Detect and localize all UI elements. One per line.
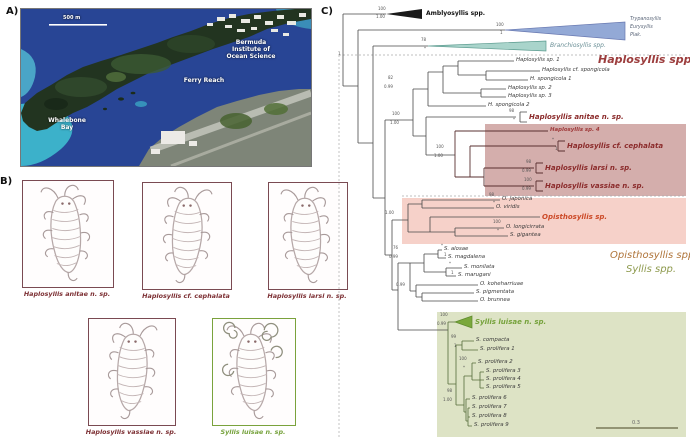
- map-label-ferry-reach: Ferry Reach: [183, 77, 225, 84]
- syllis-luisae-triangle: [453, 315, 473, 329]
- green-clade-branches: [447, 321, 484, 427]
- buildings: [207, 13, 306, 36]
- haplosyllis-new-clade-box: [485, 124, 686, 196]
- worm-drawing: [40, 184, 91, 282]
- tree-branches: [342, 13, 540, 331]
- specimen-card: [142, 182, 232, 290]
- specimen-card: [88, 318, 176, 426]
- clade-separator-lines: [338, 54, 686, 437]
- opisthosyllis-clade-box: [402, 198, 686, 244]
- specimen-label: Haplosyllis vassiae n. sp.: [85, 428, 177, 436]
- specimen-label: Syllis luisae n. sp.: [220, 428, 286, 436]
- panel-c-letter: C): [321, 6, 333, 17]
- branchiosyllis-triangle: [427, 40, 547, 52]
- satellite-map: [21, 9, 313, 168]
- syllis-clade-box: [437, 312, 686, 437]
- panel-b-letter: B): [0, 176, 13, 187]
- map-scale-text: 500 m: [63, 15, 81, 21]
- worm-drawing: [107, 322, 158, 420]
- specimen-card: [212, 318, 296, 426]
- red-clade-branches: [454, 130, 565, 192]
- worm-drawing: [213, 319, 293, 423]
- trypanosyllis-triangle: [504, 21, 626, 41]
- specimen-label: Haplosyllis cf. cephalata: [142, 292, 230, 300]
- specimen-label: Haplosyllis anitae n. sp.: [23, 290, 111, 298]
- phylogenetic-tree: [338, 9, 686, 437]
- map-scale-bar: [49, 24, 107, 26]
- panel-a-letter: A): [6, 6, 19, 17]
- specimen-card: [268, 182, 348, 290]
- worm-drawing: [162, 186, 213, 284]
- amblyosyllis-triangle: [386, 9, 422, 19]
- specimen-label: Haplosyllis larsi n. sp.: [267, 292, 347, 300]
- map-figure: 500 m Bermuda Institute of Ocean Science…: [20, 8, 313, 168]
- specimen-card: [22, 180, 114, 288]
- map-label-bios: Bermuda Institute of Ocean Science: [226, 39, 276, 60]
- map-label-whalebone-bay: Whalebone Bay: [48, 117, 86, 131]
